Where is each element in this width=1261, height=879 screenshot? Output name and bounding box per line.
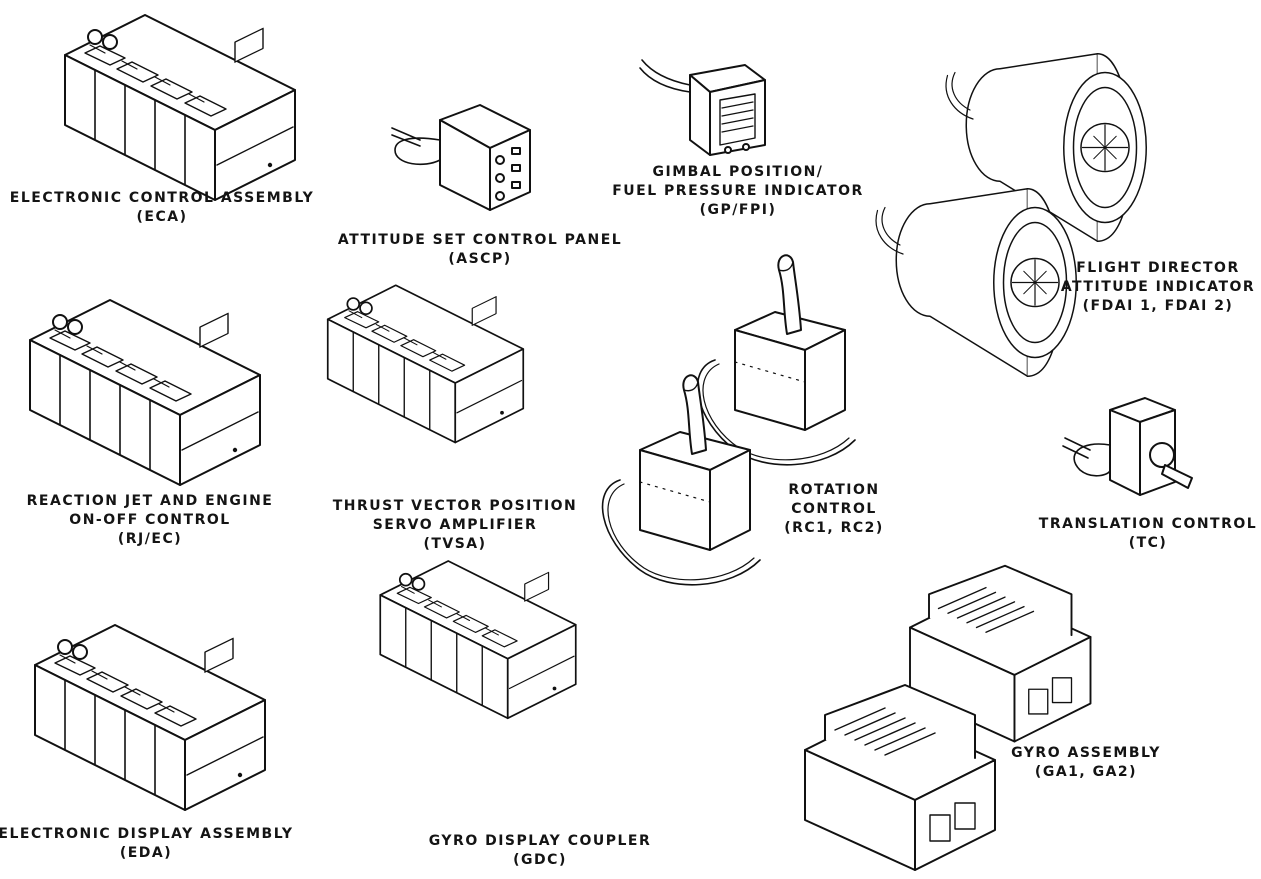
rjec-drawing bbox=[29, 299, 261, 486]
label-ga: GYRO ASSEMBLY (GA1, GA2) bbox=[1011, 744, 1161, 782]
label-gpfpi-abbr: (GP/FPI) bbox=[699, 202, 777, 218]
label-ascp: ATTITUDE SET CONTROL PANEL (ASCP) bbox=[338, 231, 622, 269]
label-eca-name: ELECTRONIC CONTROL ASSEMBLY bbox=[9, 190, 315, 206]
label-ga-name: GYRO ASSEMBLY bbox=[1011, 745, 1161, 761]
label-eca: ELECTRONIC CONTROL ASSEMBLY (ECA) bbox=[10, 189, 314, 227]
label-gdc-name: GYRO DISPLAY COUPLER bbox=[428, 833, 652, 849]
label-ascp-abbr: (ASCP) bbox=[448, 251, 512, 267]
label-tvsa-name2: SERVO AMPLIFIER bbox=[372, 517, 538, 533]
ascp-drawing bbox=[391, 104, 531, 211]
label-gdc: GYRO DISPLAY COUPLER (GDC) bbox=[429, 832, 652, 870]
gdc-drawing bbox=[379, 560, 577, 720]
label-rjec: REACTION JET AND ENGINE ON-OFF CONTROL (… bbox=[27, 492, 274, 549]
label-gpfpi: GIMBAL POSITION/ FUEL PRESSURE INDICATOR… bbox=[612, 163, 864, 220]
tvsa-drawing bbox=[326, 284, 525, 444]
label-tvsa-name1: THRUST VECTOR POSITION bbox=[332, 498, 578, 514]
label-rjec-name2: ON-OFF CONTROL bbox=[69, 512, 231, 528]
eca-drawing bbox=[64, 14, 296, 201]
label-tc-abbr: (TC) bbox=[1128, 535, 1168, 551]
label-eda-name: ELECTRONIC DISPLAY ASSEMBLY bbox=[0, 826, 294, 842]
label-ga-abbr: (GA1, GA2) bbox=[1034, 764, 1138, 780]
label-rc-name1: ROTATION bbox=[788, 482, 880, 498]
tc-drawing bbox=[1062, 397, 1193, 496]
label-rc: ROTATION CONTROL (RC1, RC2) bbox=[784, 481, 884, 538]
label-gpfpi-name2: FUEL PRESSURE INDICATOR bbox=[612, 183, 864, 199]
label-eda-abbr: (EDA) bbox=[119, 845, 173, 861]
eda-drawing bbox=[34, 624, 266, 811]
label-ascp-name: ATTITUDE SET CONTROL PANEL bbox=[337, 232, 623, 248]
label-fdai-name1: FLIGHT DIRECTOR bbox=[1076, 260, 1240, 276]
label-tc-name: TRANSLATION CONTROL bbox=[1038, 516, 1258, 532]
label-rc-name2: CONTROL bbox=[791, 501, 877, 517]
label-tvsa-abbr: (TVSA) bbox=[423, 536, 487, 552]
ga-lower-drawing bbox=[804, 684, 996, 871]
fdai-lower-drawing bbox=[875, 188, 1077, 377]
rc-upper-drawing bbox=[696, 254, 856, 466]
label-fdai-name2: ATTITUDE INDICATOR bbox=[1060, 279, 1256, 295]
label-rc-abbr: (RC1, RC2) bbox=[784, 520, 884, 536]
gpfpi-drawing bbox=[639, 59, 766, 156]
label-rjec-name1: REACTION JET AND ENGINE bbox=[26, 493, 274, 509]
label-tvsa: THRUST VECTOR POSITION SERVO AMPLIFIER (… bbox=[333, 497, 578, 554]
label-tc: TRANSLATION CONTROL (TC) bbox=[1039, 515, 1257, 553]
label-fdai-abbr: (FDAI 1, FDAI 2) bbox=[1082, 298, 1234, 314]
label-eda: ELECTRONIC DISPLAY ASSEMBLY (EDA) bbox=[0, 825, 294, 863]
label-eca-abbr: (ECA) bbox=[136, 209, 188, 225]
label-gdc-abbr: (GDC) bbox=[513, 852, 567, 868]
label-gpfpi-name1: GIMBAL POSITION/ bbox=[652, 164, 824, 180]
label-fdai: FLIGHT DIRECTOR ATTITUDE INDICATOR (FDAI… bbox=[1061, 259, 1255, 316]
label-rjec-abbr: (RJ/EC) bbox=[117, 531, 183, 547]
